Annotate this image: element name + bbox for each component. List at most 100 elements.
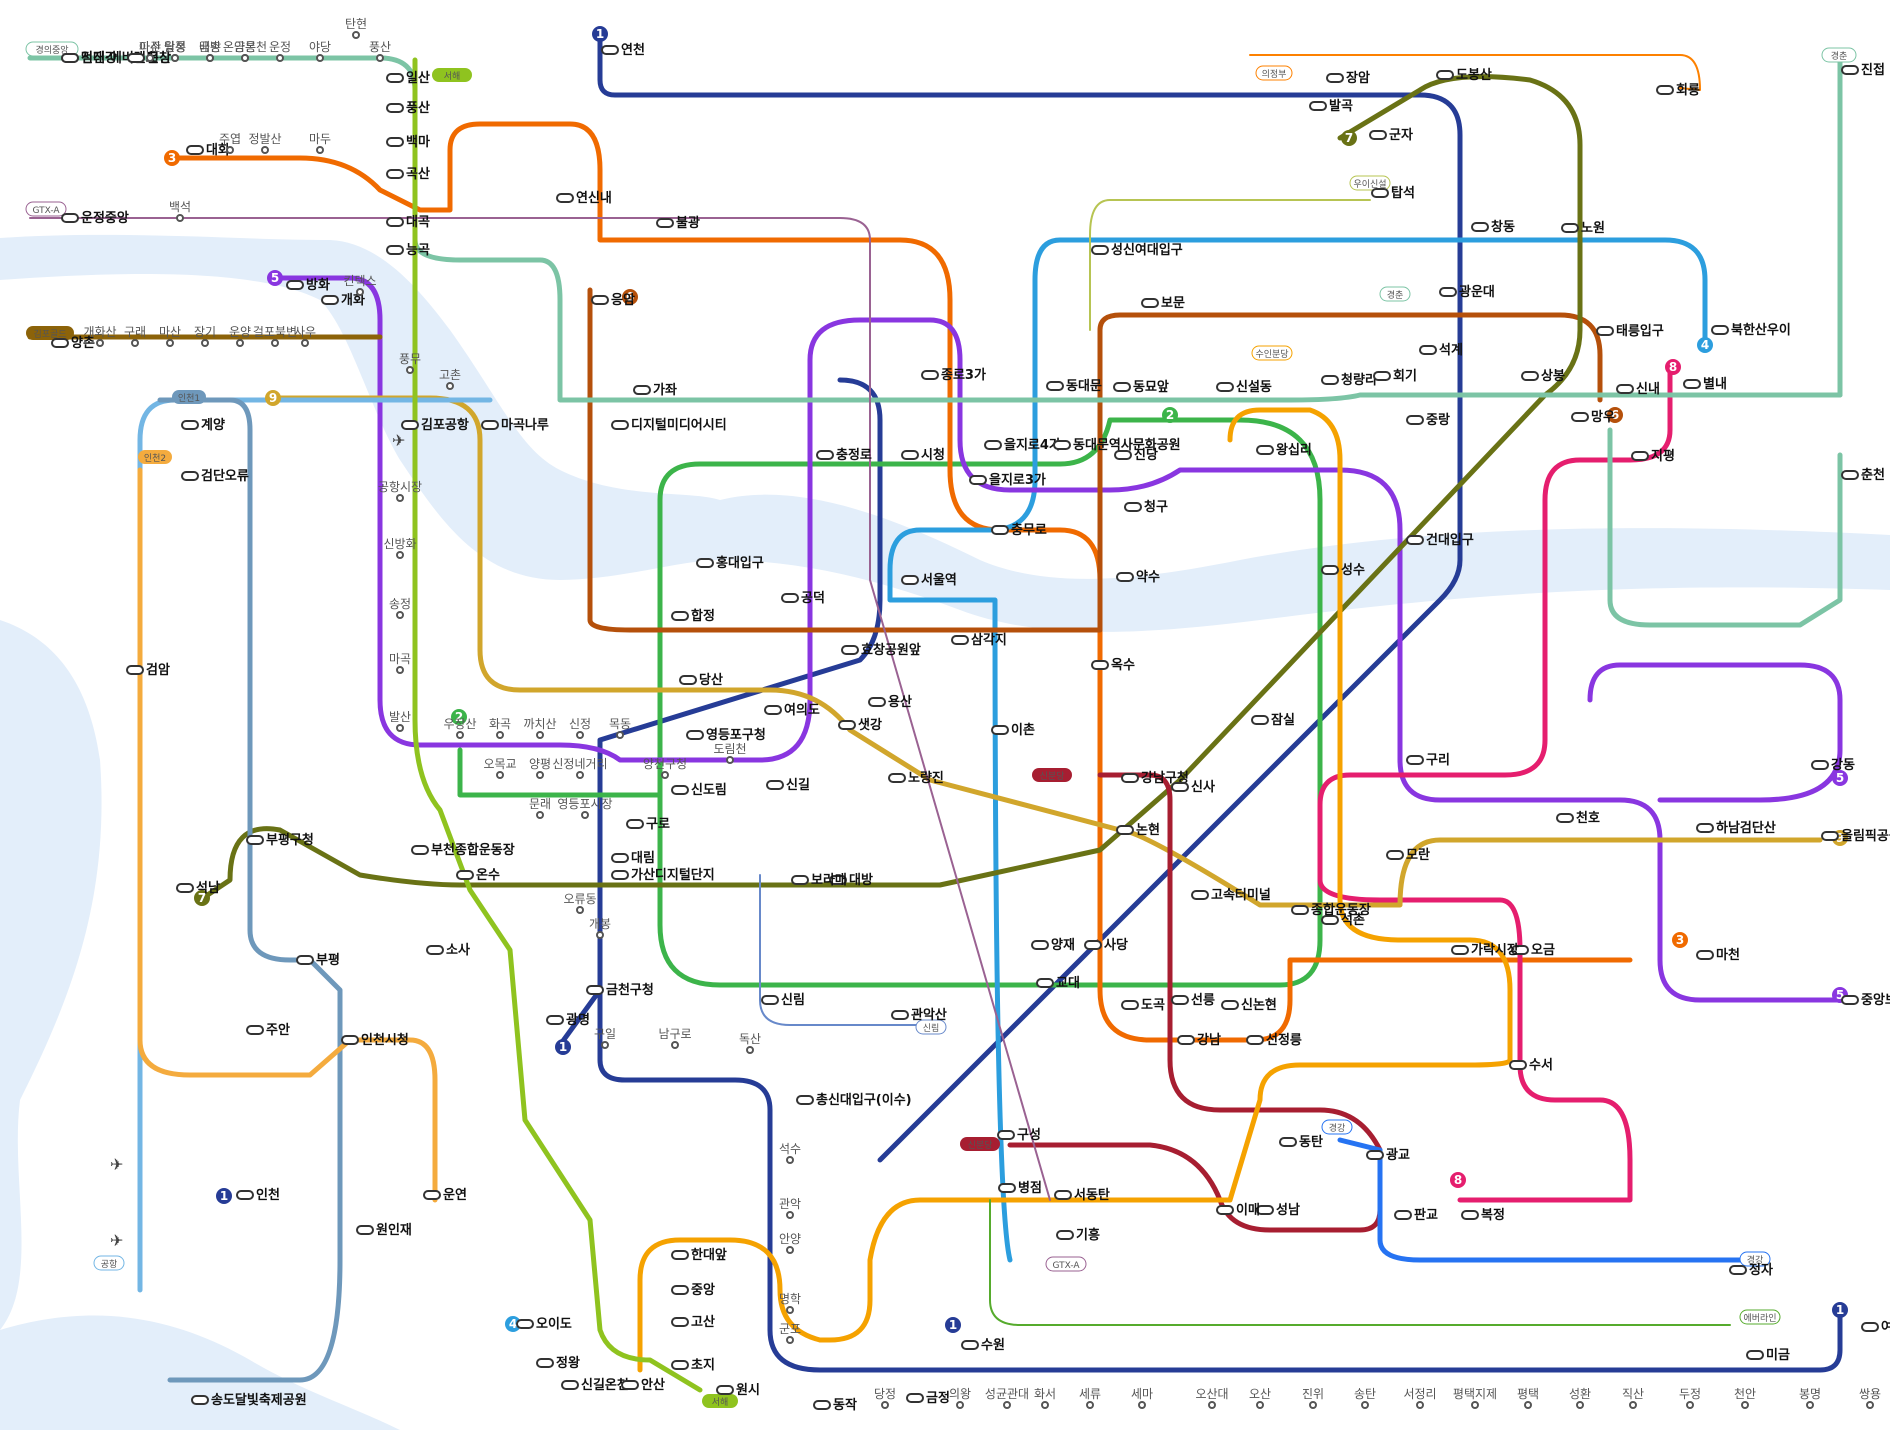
station-major[interactable]: 대화 <box>186 142 230 158</box>
station-minor[interactable]: 구래 <box>124 325 146 347</box>
station-marker[interactable] <box>1436 70 1454 80</box>
station-minor[interactable]: 신방화 <box>383 537 417 559</box>
station-major[interactable]: 광운대 <box>1439 285 1495 300</box>
station-minor[interactable]: 마두 <box>309 132 331 154</box>
station-marker[interactable] <box>276 54 284 62</box>
station-marker[interactable] <box>386 73 404 83</box>
station-marker[interactable] <box>591 295 609 305</box>
station-marker[interactable] <box>1084 940 1102 950</box>
station-marker[interactable] <box>671 611 689 621</box>
station-major[interactable]: 충정로 <box>816 447 872 463</box>
station-major[interactable]: 원인재 <box>356 1222 412 1238</box>
station-marker[interactable] <box>1439 287 1457 297</box>
station-major[interactable]: 군자 <box>1369 128 1413 143</box>
station-major[interactable]: 판교 <box>1394 1207 1438 1223</box>
station-marker[interactable] <box>536 731 544 739</box>
station-minor[interactable]: 화곡 <box>489 717 511 739</box>
station-major[interactable]: 노량진 <box>888 770 944 786</box>
station-marker[interactable] <box>1246 1035 1264 1045</box>
station-major[interactable]: 교대 <box>1036 976 1080 991</box>
station-marker[interactable] <box>991 725 1009 735</box>
station-major[interactable]: 운정중앙 <box>61 210 129 226</box>
station-marker[interactable] <box>1821 831 1839 841</box>
station-marker[interactable] <box>1113 382 1131 392</box>
station-major[interactable]: 용산 <box>868 694 912 710</box>
station-marker[interactable] <box>1279 1137 1297 1147</box>
station-major[interactable]: 마천 <box>1696 947 1740 963</box>
station-marker[interactable] <box>496 771 504 779</box>
station-marker[interactable] <box>1116 572 1134 582</box>
station-major[interactable]: 대곡 <box>386 215 430 230</box>
station-major[interactable]: 백마 <box>386 134 430 150</box>
station-major[interactable]: 도봉산 <box>1436 67 1492 83</box>
station-marker[interactable] <box>1121 1000 1139 1010</box>
station-minor[interactable]: 평택지제 <box>1453 1387 1497 1409</box>
station-major[interactable]: 청구 <box>1124 499 1168 515</box>
station-major[interactable]: 초지 <box>671 1358 715 1373</box>
station-marker[interactable] <box>1046 381 1064 391</box>
station-marker[interactable] <box>1291 905 1309 915</box>
station-major[interactable]: 석남 <box>176 880 220 896</box>
station-minor[interactable]: 오목교 <box>483 757 517 779</box>
station-marker[interactable] <box>576 771 584 779</box>
station-marker[interactable] <box>396 494 404 502</box>
station-major[interactable]: 디지털미디어시티 <box>611 417 727 433</box>
station-marker[interactable] <box>1361 1401 1369 1409</box>
station-minor[interactable]: 송탄 <box>1354 1387 1376 1409</box>
station-marker[interactable] <box>386 245 404 255</box>
station-major[interactable]: 을지로3가 <box>969 472 1046 488</box>
station-marker[interactable] <box>626 819 644 829</box>
station-major[interactable]: 개화 <box>321 292 365 308</box>
station-major[interactable]: 소사 <box>426 942 470 958</box>
station-marker[interactable] <box>1053 440 1071 450</box>
station-marker[interactable] <box>1321 915 1339 925</box>
station-marker[interactable] <box>261 146 269 154</box>
station-major[interactable]: 부평구청 <box>246 832 314 848</box>
station-marker[interactable] <box>1221 1000 1239 1010</box>
station-minor[interactable]: 킨텍스 <box>343 274 377 296</box>
station-marker[interactable] <box>1656 85 1674 95</box>
station-marker[interactable] <box>764 705 782 715</box>
station-major[interactable]: 사당 <box>1084 937 1128 953</box>
station-major[interactable]: 건대입구 <box>1406 532 1474 548</box>
station-marker[interactable] <box>1256 445 1274 455</box>
station-minor[interactable]: 운정 <box>269 40 291 62</box>
station-minor[interactable]: 군포 <box>779 1322 801 1344</box>
station-major[interactable]: 기흥 <box>1056 1227 1100 1243</box>
station-marker[interactable] <box>601 1041 609 1049</box>
station-major[interactable]: 선릉 <box>1171 992 1215 1008</box>
station-marker[interactable] <box>791 875 809 885</box>
station-marker[interactable] <box>1321 565 1339 575</box>
station-minor[interactable]: 석수 <box>779 1142 801 1164</box>
station-marker[interactable] <box>1256 1205 1274 1215</box>
station-marker[interactable] <box>386 217 404 227</box>
station-marker[interactable] <box>176 883 194 893</box>
station-marker[interactable] <box>633 385 651 395</box>
station-marker[interactable] <box>127 53 145 63</box>
station-major[interactable]: 삼각지 <box>951 632 1007 648</box>
station-marker[interactable] <box>1054 1190 1072 1200</box>
station-major[interactable]: 가산디지털단지 <box>611 867 715 883</box>
station-marker[interactable] <box>1124 502 1142 512</box>
station-marker[interactable] <box>316 146 324 154</box>
station-major[interactable]: 홍대입구 <box>696 555 764 571</box>
station-major[interactable]: 대방 <box>829 872 873 888</box>
station-major[interactable]: 신길온천 <box>561 1378 629 1393</box>
station-major[interactable]: 계양 <box>181 418 225 433</box>
station-minor[interactable]: 오류동 <box>563 892 597 914</box>
station-marker[interactable] <box>786 1336 794 1344</box>
station-marker[interactable] <box>1841 65 1859 75</box>
station-marker[interactable] <box>1216 1205 1234 1215</box>
station-minor[interactable]: 도림천 <box>713 741 747 764</box>
station-major[interactable]: 방화 <box>286 277 330 293</box>
station-major[interactable]: 공덕 <box>781 590 825 606</box>
station-major[interactable]: 선정릉 <box>1246 1032 1302 1048</box>
station-major[interactable]: 동대문 <box>1046 379 1102 394</box>
station-minor[interactable]: 풍무 <box>399 352 421 374</box>
station-major[interactable]: 서울역 <box>901 572 957 588</box>
station-major[interactable]: 연신내 <box>556 190 612 206</box>
station-major[interactable]: 신당 <box>1114 447 1158 463</box>
station-marker[interactable] <box>611 870 629 880</box>
station-major[interactable]: 효창공원앞 <box>841 642 921 658</box>
station-minor[interactable]: 까치산 <box>523 717 557 739</box>
